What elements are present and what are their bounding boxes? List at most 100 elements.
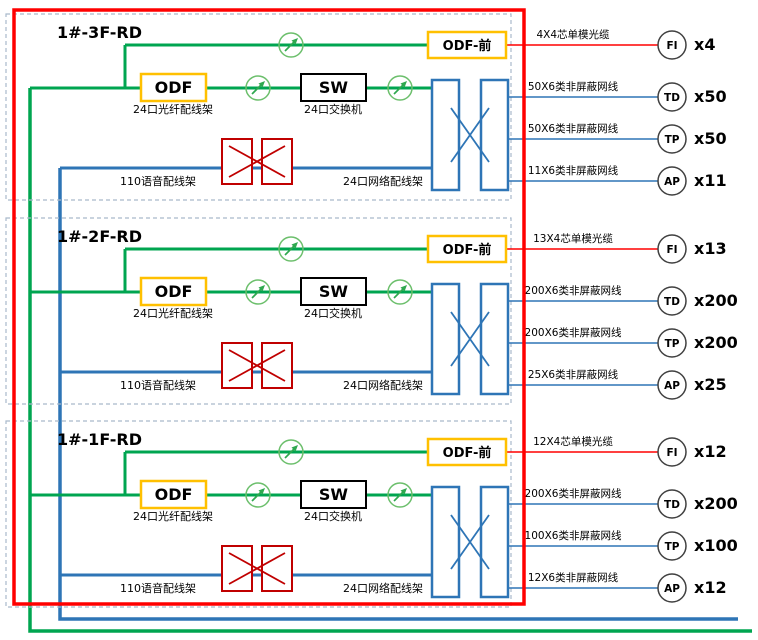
odf-box-label: ODF xyxy=(155,78,193,97)
switch-box-label: SW xyxy=(319,282,349,301)
voice-frame-box xyxy=(261,545,293,592)
floor-boundary xyxy=(5,420,512,608)
count-label: x50 xyxy=(694,87,727,106)
copper-riser-line xyxy=(58,168,738,621)
voice-caption: 110语音配线架 xyxy=(120,174,196,188)
switch-caption: 24口交换机 xyxy=(304,509,362,523)
switch-box xyxy=(300,480,367,509)
switch-caption: 24口交换机 xyxy=(304,306,362,320)
voice-frame-cross xyxy=(228,349,286,382)
node-label: AP xyxy=(664,380,680,392)
odf-front-label: ODF-前 xyxy=(443,38,492,54)
node-label: TD xyxy=(664,92,680,104)
cable-label: 12X6类非屏蔽网线 xyxy=(528,571,619,584)
odf-front-box xyxy=(426,30,508,60)
patch-panel-box xyxy=(430,485,461,599)
odf-front-label: ODF-前 xyxy=(443,242,492,258)
floor-section-3f: 1#-3F-RD ODF 24口光纤配线架 SW 24口交换机 ODF-前 11… xyxy=(5,13,727,201)
cable-label: 13X4芯单模光缆 xyxy=(533,232,613,245)
node-label: TD xyxy=(664,296,680,308)
cable-label: 25X6类非屏蔽网线 xyxy=(528,368,619,381)
switch-box xyxy=(300,73,367,102)
copper-link-lines xyxy=(509,96,658,182)
node-label: TP xyxy=(665,134,680,146)
count-label: x200 xyxy=(694,291,738,310)
voice-frame-box xyxy=(261,342,293,389)
patch-panel-box xyxy=(479,78,510,192)
voice-frame-cross xyxy=(228,145,286,178)
node-circle-ap xyxy=(657,370,687,400)
voice-frame-cross xyxy=(228,552,286,585)
count-label: x100 xyxy=(694,536,738,555)
voice-frame-box xyxy=(221,138,253,185)
count-label: x50 xyxy=(694,129,727,148)
floor-boundary xyxy=(5,13,512,201)
node-circle-tp xyxy=(657,531,687,561)
node-circle-tp xyxy=(657,124,687,154)
copper-link-lines xyxy=(509,300,658,386)
count-label: x4 xyxy=(694,35,715,54)
patch-panel-box xyxy=(479,485,510,599)
count-label: x25 xyxy=(694,375,727,394)
odf-box-label: ODF xyxy=(155,485,193,504)
voice-frame-box xyxy=(221,545,253,592)
node-circle-fi xyxy=(657,30,687,60)
odf-box-label: ODF xyxy=(155,282,193,301)
patch-panel-cross xyxy=(450,311,490,367)
odf-caption: 24口光纤配线架 xyxy=(133,306,213,320)
odf-box xyxy=(139,276,208,307)
floor-section-1f: 1#-1F-RD ODF 24口光纤配线架 SW 24口交换机 ODF-前 11… xyxy=(5,420,738,608)
odf-caption: 24口光纤配线架 xyxy=(133,509,213,523)
odf-caption: 24口光纤配线架 xyxy=(133,102,213,116)
count-label: x13 xyxy=(694,239,727,258)
floor-title: 1#-2F-RD xyxy=(57,227,142,246)
cable-label: 12X4芯单模光缆 xyxy=(533,435,613,448)
node-circle-tp xyxy=(657,328,687,358)
switch-box-label: SW xyxy=(319,78,349,97)
count-label: x200 xyxy=(694,494,738,513)
odf-front-label: ODF-前 xyxy=(443,445,492,461)
voice-caption: 110语音配线架 xyxy=(120,378,196,392)
patch-panel-box xyxy=(430,282,461,396)
node-label: TP xyxy=(665,541,680,553)
node-circle-td xyxy=(657,489,687,519)
odf-box xyxy=(139,72,208,103)
node-circle-ap xyxy=(657,166,687,196)
node-circle-td xyxy=(657,286,687,316)
floor-title: 1#-3F-RD xyxy=(57,23,142,42)
node-label: TD xyxy=(664,499,680,511)
building-highlight-outline xyxy=(12,8,526,606)
patch-panel-box xyxy=(479,282,510,396)
fiber-riser-line xyxy=(28,88,752,633)
floor-title: 1#-1F-RD xyxy=(57,430,142,449)
node-label: AP xyxy=(664,176,680,188)
odf-front-box xyxy=(426,234,508,264)
floor-boundary xyxy=(5,217,512,405)
count-label: x11 xyxy=(694,171,727,190)
patch-panel-cross xyxy=(450,514,490,570)
cable-label: 50X6类非屏蔽网线 xyxy=(528,80,619,93)
node-circle-fi xyxy=(657,234,687,264)
voice-frame-box xyxy=(221,342,253,389)
cable-label: 4X4芯单模光缆 xyxy=(536,28,610,41)
switch-caption: 24口交换机 xyxy=(304,102,362,116)
cable-label: 50X6类非屏蔽网线 xyxy=(528,122,619,135)
network-caption: 24口网络配线架 xyxy=(343,174,423,188)
odf-front-box xyxy=(426,437,508,467)
node-circle-td xyxy=(657,82,687,112)
patch-panel-box xyxy=(430,78,461,192)
voice-frame-box xyxy=(261,138,293,185)
cable-label: 11X6类非屏蔽网线 xyxy=(528,164,619,177)
count-label: x12 xyxy=(694,442,727,461)
node-label: FI xyxy=(666,40,677,52)
floor-section-2f: 1#-2F-RD ODF 24口光纤配线架 SW 24口交换机 ODF-前 11… xyxy=(5,217,738,405)
cable-label: 200X6类非屏蔽网线 xyxy=(525,326,622,339)
copper-link-lines xyxy=(509,503,658,589)
count-label: x12 xyxy=(694,578,727,597)
cable-label: 200X6类非屏蔽网线 xyxy=(525,284,622,297)
node-circle-ap xyxy=(657,573,687,603)
node-label: AP xyxy=(664,583,680,595)
